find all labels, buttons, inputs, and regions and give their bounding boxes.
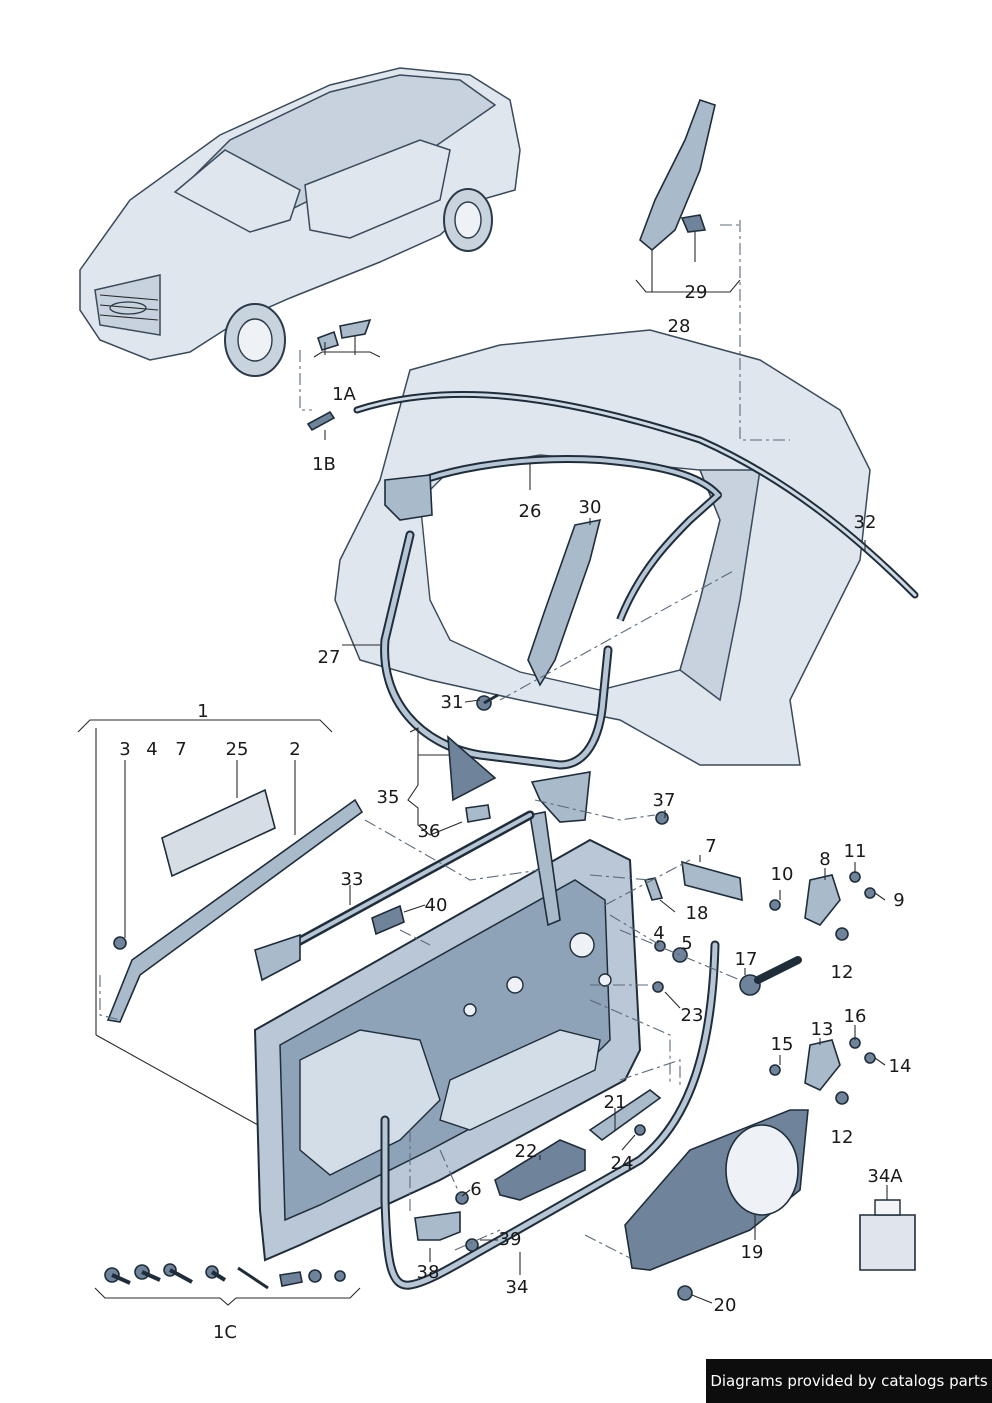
screw-15 bbox=[769, 1064, 781, 1076]
label-7-right: 7 bbox=[705, 836, 716, 857]
label-38: 38 bbox=[417, 1262, 440, 1283]
label-34: 34 bbox=[506, 1277, 529, 1298]
dashed-connectors bbox=[99, 220, 790, 1259]
label-15: 15 bbox=[771, 1034, 794, 1055]
label-35: 35 bbox=[377, 787, 400, 808]
label-10: 10 bbox=[771, 864, 794, 885]
hinge-13 bbox=[804, 1039, 841, 1091]
label-1A: 1A bbox=[332, 384, 356, 405]
label-32: 32 bbox=[854, 512, 877, 533]
screw-11 bbox=[849, 871, 861, 883]
label-27: 27 bbox=[318, 647, 341, 668]
screw-37 bbox=[655, 811, 669, 825]
screw-6 bbox=[455, 1191, 469, 1205]
label-12-top: 12 bbox=[831, 962, 854, 983]
label-39: 39 bbox=[499, 1229, 522, 1250]
label-21: 21 bbox=[604, 1092, 627, 1113]
screw-9 bbox=[864, 887, 876, 899]
grease-bottle-34A bbox=[859, 1199, 916, 1271]
bush-12b bbox=[835, 1091, 849, 1105]
sill-strip-2 bbox=[106, 798, 364, 1023]
label-11: 11 bbox=[844, 841, 867, 862]
label-6: 6 bbox=[470, 1179, 481, 1200]
screw-24 bbox=[634, 1124, 646, 1136]
clip-29 bbox=[680, 214, 707, 233]
label-28: 28 bbox=[668, 316, 691, 337]
screw-39 bbox=[465, 1238, 479, 1252]
seal-corner-piece bbox=[384, 474, 433, 521]
grille bbox=[99, 294, 159, 321]
label-18: 18 bbox=[686, 903, 709, 924]
label-1B: 1B bbox=[312, 454, 336, 475]
label-36: 36 bbox=[418, 821, 441, 842]
door-check-21 bbox=[588, 1089, 662, 1142]
label-33: 33 bbox=[341, 869, 364, 890]
footer-credit: Diagrams provided by catalogs parts bbox=[706, 1359, 992, 1403]
screw-31 bbox=[476, 693, 499, 711]
label-25: 25 bbox=[226, 739, 249, 760]
bracket-38 bbox=[414, 1211, 461, 1241]
label-24: 24 bbox=[611, 1153, 634, 1174]
label-29: 29 bbox=[685, 282, 708, 303]
screw-14 bbox=[864, 1052, 876, 1064]
label-40: 40 bbox=[425, 895, 448, 916]
screw-10 bbox=[769, 899, 781, 911]
insulation-pad-25 bbox=[161, 788, 276, 878]
mirror-cover-35 bbox=[447, 735, 497, 802]
label-8: 8 bbox=[819, 849, 830, 870]
door-handle-22 bbox=[494, 1139, 586, 1201]
screw-23 bbox=[652, 981, 664, 993]
label-34A: 34A bbox=[867, 1166, 903, 1187]
label-2: 2 bbox=[289, 739, 300, 760]
side-marker-1a-trim bbox=[339, 318, 372, 339]
label-17: 17 bbox=[735, 949, 758, 970]
label-4-right: 4 bbox=[653, 923, 664, 944]
label-30: 30 bbox=[579, 497, 602, 518]
label-26: 26 bbox=[519, 501, 542, 522]
label-23: 23 bbox=[681, 1005, 704, 1026]
label-13: 13 bbox=[811, 1019, 834, 1040]
car-illustration bbox=[79, 67, 521, 432]
label-37: 37 bbox=[653, 790, 676, 811]
label-19: 19 bbox=[741, 1242, 764, 1263]
label-1: 1 bbox=[197, 701, 208, 722]
label-20: 20 bbox=[714, 1295, 737, 1316]
label-3: 3 bbox=[119, 739, 130, 760]
label-14: 14 bbox=[889, 1056, 912, 1077]
bracket-36 bbox=[465, 804, 491, 823]
part-labels: 1 1A 1B 1C 2 3 4 7 25 26 27 28 29 30 31 … bbox=[119, 282, 911, 1343]
hinge-8 bbox=[804, 874, 841, 926]
pin-18 bbox=[643, 877, 664, 901]
bush-12a bbox=[835, 927, 849, 941]
label-4-top: 4 bbox=[146, 739, 157, 760]
lock-cover-7 bbox=[681, 860, 743, 902]
label-12-bottom: 12 bbox=[831, 1127, 854, 1148]
b-pillar-trim bbox=[527, 518, 602, 687]
label-22: 22 bbox=[515, 1141, 538, 1162]
label-5: 5 bbox=[681, 933, 692, 954]
label-31: 31 bbox=[441, 692, 464, 713]
label-16: 16 bbox=[844, 1006, 867, 1027]
label-7-top: 7 bbox=[175, 739, 186, 760]
window-guide-rail bbox=[529, 811, 561, 927]
side-marker-1a bbox=[316, 330, 339, 351]
part-1b bbox=[306, 410, 336, 432]
leader-lines bbox=[77, 232, 888, 1306]
label-9: 9 bbox=[893, 890, 904, 911]
door-shell bbox=[253, 838, 642, 1262]
pad-40 bbox=[371, 904, 405, 936]
nut-3 bbox=[113, 936, 127, 950]
label-1C: 1C bbox=[213, 1322, 237, 1343]
screw-20 bbox=[677, 1285, 693, 1301]
fasteners-1C bbox=[104, 1263, 346, 1290]
